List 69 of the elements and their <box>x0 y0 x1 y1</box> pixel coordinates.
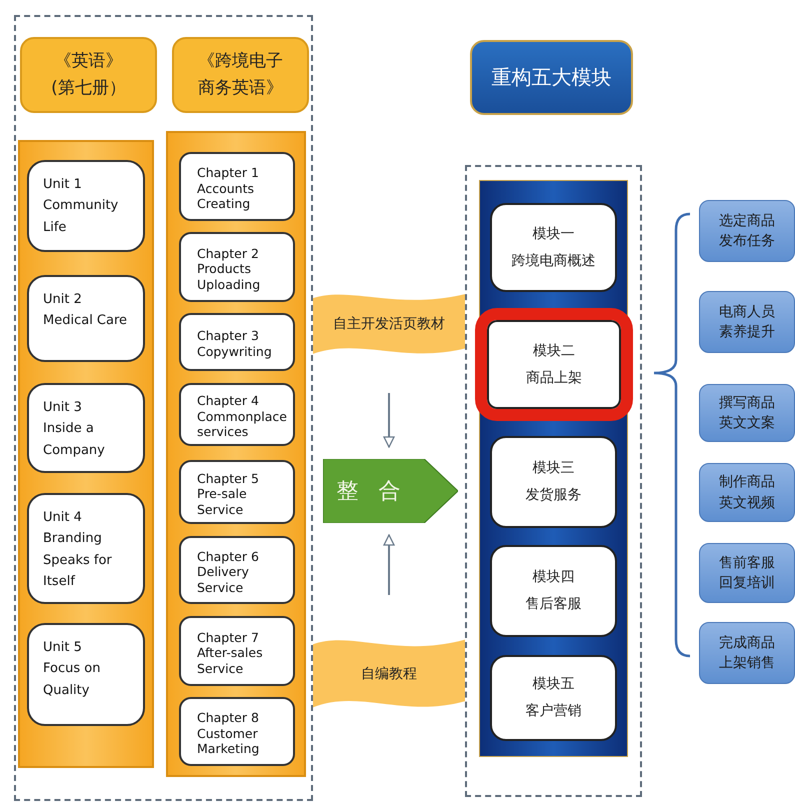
book-title-box <box>20 37 157 113</box>
heading-text: Chapter 6 <box>197 548 260 564</box>
body-text: Accounts Creating <box>197 180 255 212</box>
chapter-card <box>179 697 295 766</box>
arrow <box>383 534 395 595</box>
chapter-card <box>179 152 295 221</box>
heading-text: 《英语》 <box>54 50 122 73</box>
heading-text: 模块三 <box>532 459 574 478</box>
unit-card <box>27 383 145 473</box>
module-card <box>490 436 617 528</box>
heading-text: Chapter 7 <box>197 630 260 646</box>
column-panel <box>18 140 154 768</box>
heading-text: Unit 2 <box>43 291 83 309</box>
body-text: 跨境电商概述 <box>512 252 596 270</box>
body-text: 商品上架 <box>526 368 582 388</box>
unit-card <box>27 493 145 604</box>
body-text: After-sales Service <box>197 645 264 676</box>
body-text: Branding Speaks for Itself <box>43 530 113 592</box>
task-box: 电商人员素养提升 <box>699 291 795 353</box>
body-text: 客户营销 <box>526 702 582 721</box>
chapter-card <box>179 460 295 524</box>
module-card <box>490 655 617 741</box>
heading-text: Unit 4 <box>43 509 83 527</box>
body-text: Focus on Quality <box>43 660 102 700</box>
column-panel <box>166 131 306 777</box>
chapter-card <box>179 313 295 371</box>
body-text: Copywriting <box>197 344 273 360</box>
heading-text: Chapter 1 <box>197 165 260 181</box>
body-text: 发货服务 <box>526 486 582 505</box>
body-text: Customer Marketing <box>197 726 260 757</box>
task-box: 售前客服回复培训 <box>699 543 795 603</box>
chapter-card <box>179 232 295 302</box>
task-box: 完成商品上架销售 <box>699 622 795 684</box>
heading-text: Chapter 2 <box>197 246 260 262</box>
heading-box: 重构五大模块 <box>470 40 633 115</box>
body-text: Products Uploading <box>197 261 262 292</box>
module-card <box>490 203 617 292</box>
heading-text: 模块四 <box>532 568 574 588</box>
task-box: 撰写商品英文文案 <box>699 384 795 442</box>
body-text: Delivery Service <box>197 564 250 596</box>
arrow <box>383 393 395 448</box>
heading-text: 模块一 <box>532 224 574 244</box>
heading-text: 模块二 <box>533 342 575 361</box>
heading-text: Unit 1 <box>43 176 83 194</box>
body-text: Medical Care <box>43 312 128 330</box>
heading-text: Chapter 4 <box>197 393 260 409</box>
module-card <box>490 545 617 637</box>
task-box: 制作商品英文视频 <box>699 463 795 522</box>
heading-text: Chapter 3 <box>197 328 260 344</box>
heading-text: Unit 5 <box>43 639 83 657</box>
highlighted-module-card <box>475 308 633 421</box>
book-title-box: 《跨境电子商务英语》 <box>172 37 309 113</box>
body-text: Community Life <box>43 197 120 237</box>
chapter-card <box>179 536 295 604</box>
task-box: 选定商品发布任务 <box>699 200 795 262</box>
body-text: Pre-sale Service <box>197 486 248 518</box>
body-text: 售后客服 <box>526 595 582 614</box>
unit-card <box>27 160 145 252</box>
chevron-shape: 整合 <box>323 459 458 523</box>
heading-text: Chapter 5 <box>197 470 260 486</box>
chapter-card <box>179 383 295 446</box>
heading-text: Chapter 8 <box>197 710 260 726</box>
heading-text: 模块五 <box>532 675 574 694</box>
unit-card <box>27 275 145 362</box>
body-text: Inside a Company <box>43 420 106 460</box>
chapter-card <box>179 616 295 686</box>
heading-text: Unit 3 <box>43 399 83 417</box>
body-text: (第七册） <box>51 77 126 100</box>
unit-card <box>27 623 145 726</box>
